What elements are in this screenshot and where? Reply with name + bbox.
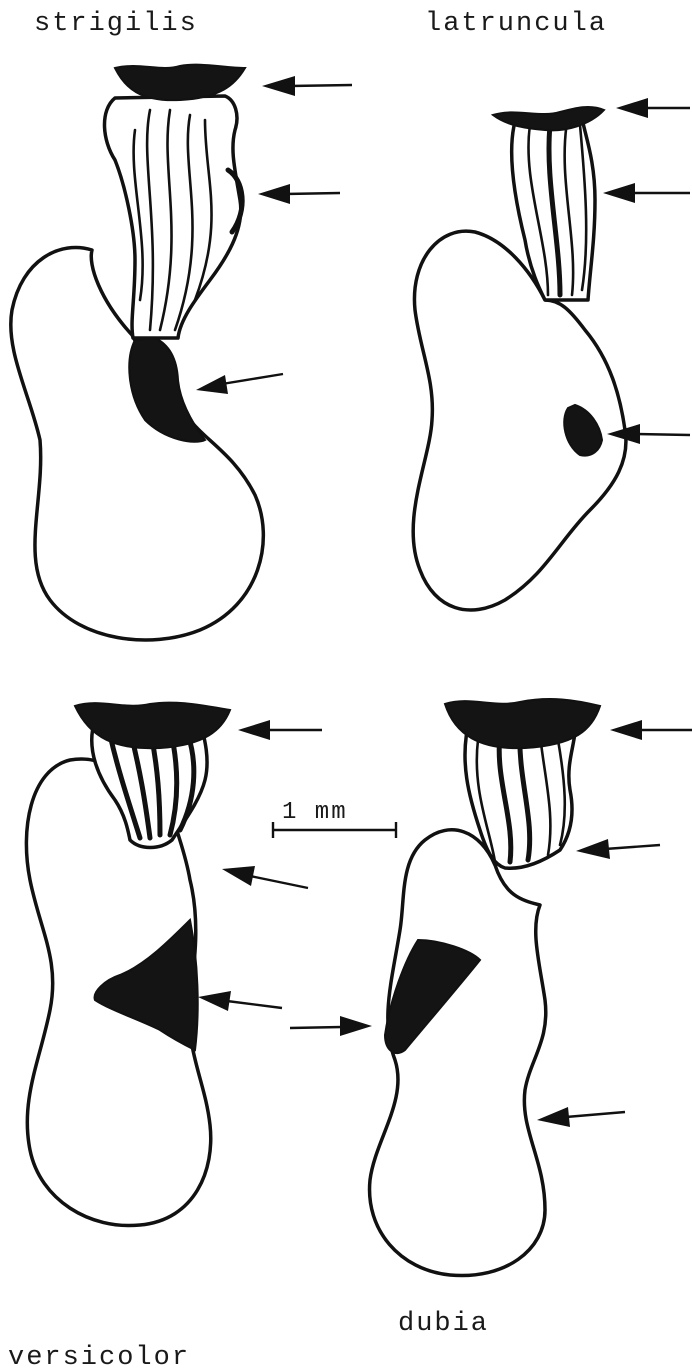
specimen-dubia: dubia: [290, 699, 692, 1339]
arrow-ostium-versicolor: [238, 720, 322, 740]
ductus-strigilis: [104, 96, 240, 338]
arrow-ductus-latruncula: [603, 183, 690, 203]
scale-bar: 1 mm: [273, 799, 396, 838]
specimen-versicolor: versicolor: [8, 703, 322, 1369]
label-versicolor: versicolor: [8, 1343, 190, 1369]
arrow-ductus-dubia: [576, 839, 660, 859]
arrow-signum-strigilis: [196, 374, 283, 394]
specimen-strigilis: strigilis: [11, 9, 352, 640]
ostium-latruncula: [493, 107, 604, 130]
label-dubia: dubia: [398, 1309, 489, 1339]
label-strigilis: strigilis: [34, 9, 198, 39]
scale-bar-label: 1 mm: [282, 799, 348, 826]
arrow-ostium-latruncula: [616, 98, 690, 118]
arrow-ostium-dubia: [610, 720, 692, 740]
specimen-latruncula: latruncula: [413, 9, 690, 610]
arrow-signum-versicolor: [198, 991, 282, 1011]
label-latruncula: latruncula: [425, 9, 607, 39]
arrow-ostium-strigilis: [262, 76, 352, 96]
arrow-bursa-dubia: [537, 1107, 625, 1127]
arrow-ductus-versicolor: [222, 866, 308, 888]
arrow-signum-dubia: [290, 1016, 372, 1036]
arrow-ductus-strigilis: [258, 184, 340, 204]
